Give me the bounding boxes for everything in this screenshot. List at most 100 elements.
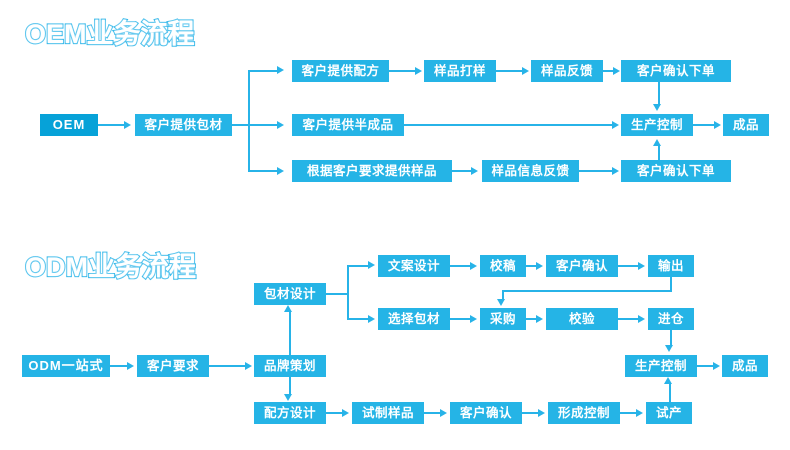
arrow-right-icon [127, 361, 134, 370]
connector-odm-demand-brand [209, 365, 246, 367]
connector-control-finish [693, 124, 715, 126]
connector-copydesign-proof [450, 265, 471, 267]
node-odm-start[interactable]: ODM一站式 [22, 355, 110, 377]
arrow-right-icon [277, 66, 284, 75]
node-oem-start[interactable]: OEM [40, 114, 98, 136]
connector-warehouse-control [670, 330, 672, 345]
connector-verify-warehouse [618, 318, 639, 320]
section-title-odm: ODM业务流程 [24, 251, 197, 283]
arrow-right-icon [536, 314, 543, 323]
node-oem-row3-order[interactable]: 客户确认下单 [621, 160, 731, 182]
section-title-oem: OEM业务流程 [24, 18, 196, 50]
arrow-right-icon [415, 66, 422, 75]
connector-packdesign-spine [347, 265, 349, 319]
node-odm-purchase[interactable]: 采购 [480, 308, 526, 330]
node-oem-row3-sample[interactable]: 根据客户要求提供样品 [292, 160, 452, 182]
connector-spine-selectpack [347, 318, 369, 320]
arrow-right-icon [277, 166, 284, 175]
node-odm-customer-confirm-top[interactable]: 客户确认 [546, 255, 618, 277]
connector-output-down [670, 277, 672, 291]
connector-spine-row1 [248, 70, 278, 72]
arrow-right-icon [470, 314, 477, 323]
arrow-up-icon [663, 377, 672, 384]
arrow-right-icon [124, 120, 131, 129]
node-oem-row2-semifinished[interactable]: 客户提供半成品 [292, 114, 404, 136]
connector-row1-order-control [658, 82, 660, 104]
arrow-up-icon [652, 139, 661, 146]
node-odm-verify[interactable]: 校验 [546, 308, 618, 330]
node-odm-form-control[interactable]: 形成控制 [548, 402, 620, 424]
node-oem-row1-order[interactable]: 客户确认下单 [621, 60, 731, 82]
arrow-down-icon [496, 299, 505, 306]
arrow-right-icon [342, 408, 349, 417]
node-odm-demand[interactable]: 客户要求 [137, 355, 209, 377]
node-odm-output[interactable]: 输出 [648, 255, 694, 277]
arrow-right-icon [536, 261, 543, 270]
connector-row3-a-b [452, 170, 472, 172]
connector-output-left [502, 290, 672, 292]
connector-spine-row3 [248, 170, 278, 172]
arrow-right-icon [612, 120, 619, 129]
arrow-right-icon [471, 166, 478, 175]
node-odm-formula[interactable]: 配方设计 [254, 402, 326, 424]
arrow-down-icon [664, 345, 673, 352]
connector-confirm-output [618, 265, 639, 267]
arrow-up-icon [283, 305, 292, 312]
connector-trialproduction-control [669, 384, 671, 402]
arrow-right-icon [714, 120, 721, 129]
connector-formcontrol-trialproduction [620, 412, 637, 414]
connector-brand-formula [289, 377, 291, 395]
connector-down-to-purchase [502, 290, 504, 300]
node-odm-proof[interactable]: 校稿 [480, 255, 526, 277]
connector-brand-packdesign [289, 312, 291, 355]
arrow-right-icon [613, 66, 620, 75]
connector-purchase-verify [526, 318, 537, 320]
arrow-right-icon [638, 261, 645, 270]
arrow-right-icon [245, 361, 252, 370]
connector-row3-b-c [579, 170, 613, 172]
connector-odm-start-demand [110, 365, 128, 367]
arrow-right-icon [636, 408, 643, 417]
node-odm-trial-production[interactable]: 试产 [646, 402, 692, 424]
node-oem-row1-sampling[interactable]: 样品打样 [424, 60, 496, 82]
node-oem-finished[interactable]: 成品 [723, 114, 769, 136]
arrow-down-icon [283, 394, 292, 401]
arrow-right-icon [368, 261, 375, 270]
connector-spine-row2 [248, 124, 278, 126]
node-oem-pack[interactable]: 客户提供包材 [135, 114, 232, 136]
node-oem-row1-feedback[interactable]: 样品反馈 [531, 60, 603, 82]
node-odm-warehouse[interactable]: 进仓 [648, 308, 694, 330]
connector-confirm-formcontrol [522, 412, 539, 414]
arrow-down-icon [652, 104, 661, 111]
node-odm-brand[interactable]: 品牌策划 [254, 355, 326, 377]
connector-trialsample-confirm [424, 412, 441, 414]
connector-selectpack-purchase [450, 318, 471, 320]
connector-row1-a-b [389, 70, 416, 72]
connector-formula-trialsample [326, 412, 343, 414]
connector-row1-c-d [603, 70, 615, 72]
node-oem-production-control[interactable]: 生产控制 [621, 114, 693, 136]
connector-pack-junction [232, 124, 249, 126]
node-odm-trial-sample[interactable]: 试制样品 [352, 402, 424, 424]
connector-odm-control-finish [697, 365, 714, 367]
arrow-right-icon [522, 66, 529, 75]
arrow-right-icon [470, 261, 477, 270]
arrow-right-icon [440, 408, 447, 417]
node-odm-pack-design[interactable]: 包材设计 [254, 283, 326, 305]
node-odm-production-control[interactable]: 生产控制 [625, 355, 697, 377]
arrow-right-icon [612, 166, 619, 175]
node-odm-copy-design[interactable]: 文案设计 [378, 255, 450, 277]
arrow-right-icon [277, 120, 284, 129]
connector-oem-start-pack [98, 124, 125, 126]
arrow-right-icon [713, 361, 720, 370]
arrow-right-icon [638, 314, 645, 323]
connector-spine-copydesign [347, 265, 369, 267]
node-oem-row1-formula[interactable]: 客户提供配方 [292, 60, 389, 82]
node-odm-finished[interactable]: 成品 [722, 355, 768, 377]
node-odm-customer-confirm-bottom[interactable]: 客户确认 [450, 402, 522, 424]
node-oem-row3-feedback[interactable]: 样品信息反馈 [482, 160, 579, 182]
connector-row1-b-c [496, 70, 523, 72]
connector-proof-confirm [526, 265, 537, 267]
node-odm-select-pack[interactable]: 选择包材 [378, 308, 450, 330]
